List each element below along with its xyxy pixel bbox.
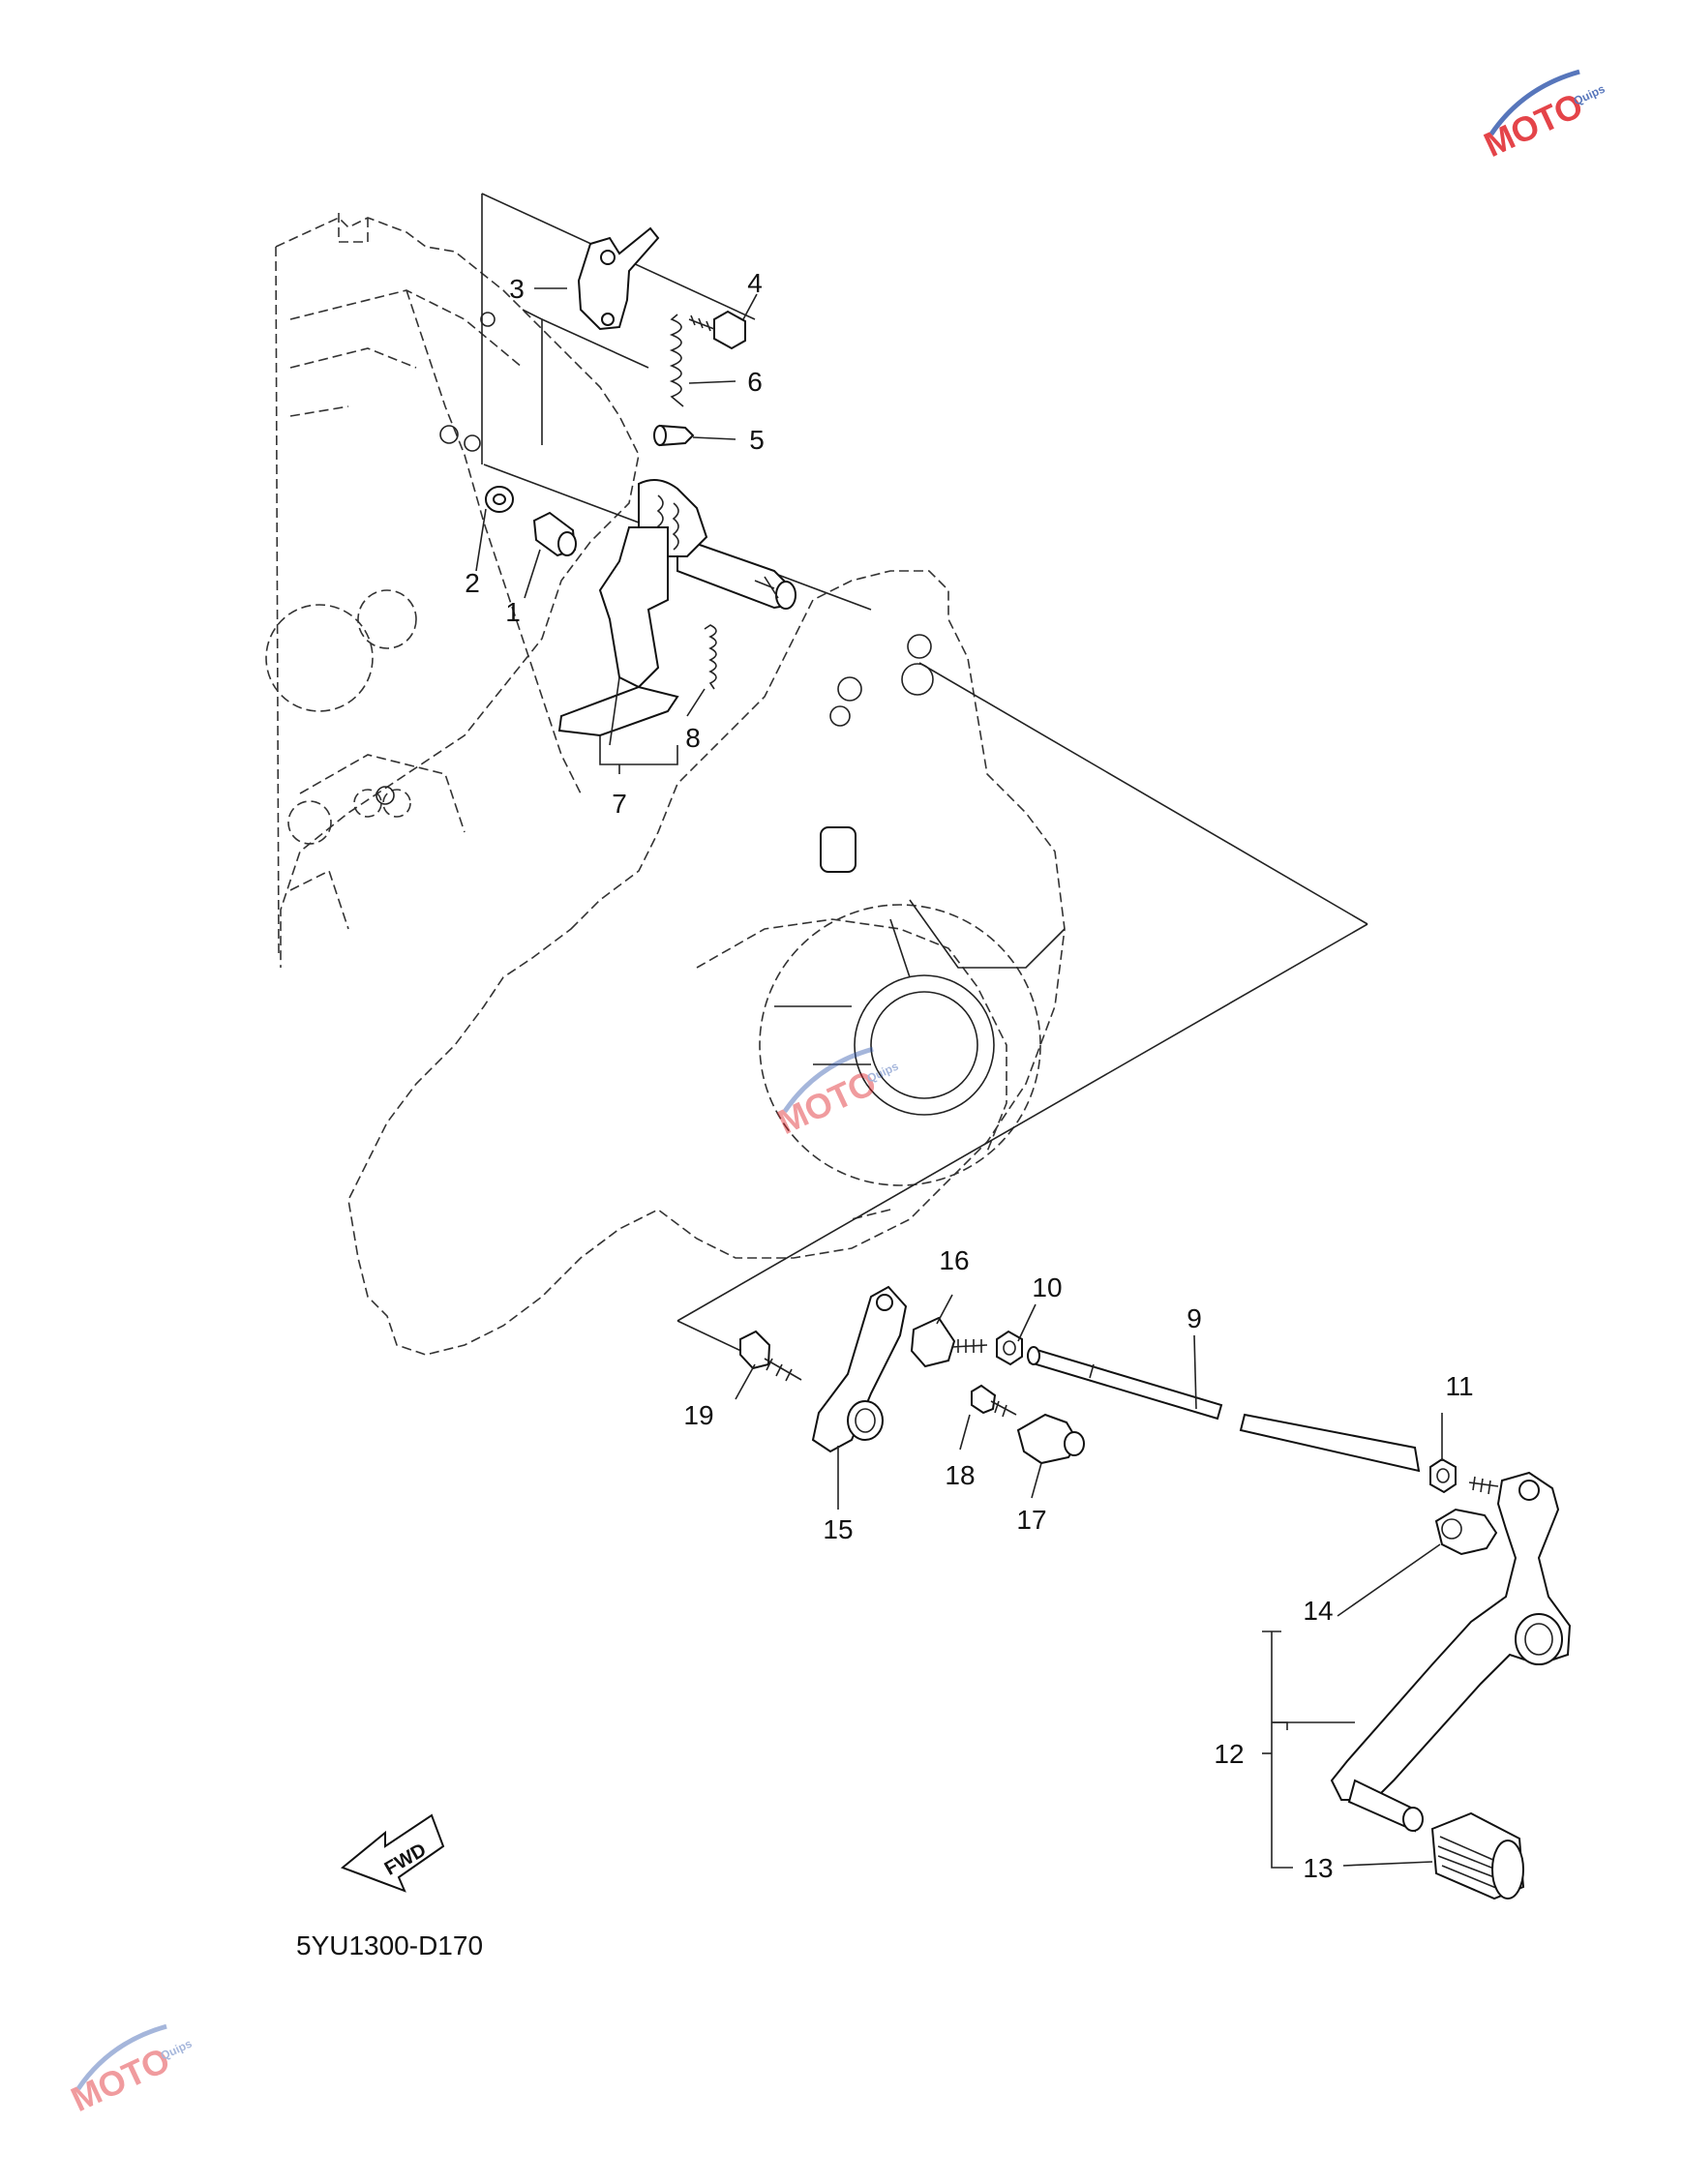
svg-text:Quips: Quips <box>1572 81 1608 107</box>
callout-15: 15 <box>823 1514 853 1544</box>
callout-14: 14 <box>1303 1596 1333 1626</box>
watermark-logo-top: MOTO Quips <box>1478 69 1608 165</box>
washer-part <box>485 486 514 513</box>
shift-rod-part <box>1027 1346 1421 1473</box>
callout-1: 1 <box>505 597 521 627</box>
svg-text:Quips: Quips <box>865 1059 901 1085</box>
callout-17: 17 <box>1016 1505 1046 1535</box>
rod-end-part <box>910 1316 988 1368</box>
callout-labels: 1 2 3 4 5 6 7 8 9 10 11 12 13 14 15 16 1… <box>465 268 1473 1883</box>
callout-6: 6 <box>747 367 763 397</box>
callout-16: 16 <box>939 1245 969 1275</box>
callout-7: 7 <box>612 789 627 819</box>
pivot-bolt-part <box>971 1384 1017 1418</box>
shift-arm-part <box>811 1285 908 1453</box>
bushing-part <box>1434 1508 1498 1556</box>
stopper-lever-part <box>577 226 660 331</box>
bolt-part <box>688 310 746 350</box>
watermark-logo-center: MOTO Quips <box>771 1046 901 1142</box>
callout-13: 13 <box>1303 1853 1333 1883</box>
callout-9: 9 <box>1187 1303 1202 1333</box>
pin-part <box>653 424 695 447</box>
fwd-arrow-icon: FWD <box>341 1813 445 1893</box>
crankcase-outline <box>265 213 640 968</box>
diagram-code: 5YU1300-D170 <box>296 1930 483 1960</box>
callout-12: 12 <box>1214 1739 1244 1769</box>
watermark-logo-bottom: MOTO Quips <box>65 2023 195 2119</box>
shift-linkage-assembly <box>739 1285 1572 1900</box>
pedal-nut-part <box>1429 1457 1457 1494</box>
callout-5: 5 <box>749 425 765 455</box>
callout-4: 4 <box>747 268 763 298</box>
spring-part <box>669 314 684 407</box>
callout-19: 19 <box>683 1400 713 1430</box>
stud-part <box>532 511 577 557</box>
shift-shaft-part <box>557 479 796 746</box>
linkage-bolt-part <box>739 1330 802 1382</box>
rod-nut-part <box>996 1330 1023 1366</box>
callout-11: 11 <box>1445 1371 1473 1401</box>
callout-10: 10 <box>1032 1272 1062 1302</box>
side-cover-outline <box>347 570 1066 1356</box>
callout-3: 3 <box>509 274 525 304</box>
callout-8: 8 <box>685 723 701 753</box>
shift-shaft-assembly <box>485 226 796 765</box>
pivot-boss-part <box>1016 1413 1085 1465</box>
callout-18: 18 <box>945 1460 975 1490</box>
return-spring-part <box>704 624 717 690</box>
callout-2: 2 <box>465 568 480 598</box>
svg-text:Quips: Quips <box>159 2036 195 2062</box>
shift-pedal-part <box>1330 1471 1572 1833</box>
reference-lines <box>481 193 1368 1354</box>
leader-lines <box>475 287 1443 1867</box>
pedal-rubber-part <box>1430 1811 1525 1900</box>
